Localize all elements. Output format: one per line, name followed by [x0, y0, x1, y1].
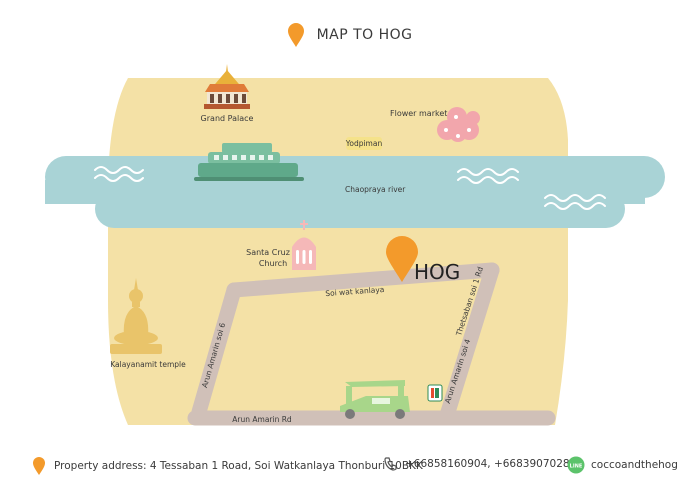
footer-phone: +66858160904, +66839070285 — [383, 456, 576, 472]
yodpiman-badge — [346, 137, 382, 150]
label-flower-market: Flower market — [390, 109, 447, 118]
map-title: MAP TO HOG — [0, 22, 700, 48]
label-santa-cruz-1: Santa Cruz — [246, 248, 290, 257]
footer-address: Property address: 4 Tessaban 1 Road, Soi… — [32, 456, 423, 476]
palace-icon — [204, 64, 250, 109]
map-canvas: Grand Palace Flower market Yodpiman Chao… — [45, 64, 665, 426]
road-thetsaban-soi-1 — [440, 262, 500, 420]
line-id-text[interactable]: coccoandthehog — [591, 459, 678, 471]
pin-icon — [288, 23, 305, 47]
label-river: Chaopraya river — [345, 185, 406, 194]
tuktuk-icon — [340, 380, 410, 419]
pin-icon — [33, 457, 45, 475]
line-icon: LINE — [567, 456, 585, 474]
line-badge-text: LINE — [570, 464, 583, 470]
roads — [187, 262, 556, 426]
page-title: MAP TO HOG — [316, 27, 413, 43]
label-arun-amarin-rd: Arun Amarin Rd — [232, 415, 292, 424]
label-santa-cruz-2: Church — [259, 259, 287, 268]
footer: Property address: 4 Tessaban 1 Road, Soi… — [0, 452, 700, 480]
label-soi-wat-kanlaya: Soi wat kanlaya — [325, 285, 385, 298]
label-hog: HOG — [414, 260, 460, 284]
store-icon — [427, 384, 443, 402]
label-grand-palace: Grand Palace — [201, 114, 254, 123]
footer-line: LINE coccoandthehog — [567, 456, 678, 474]
flower-icon — [437, 107, 480, 142]
ferry-icon — [194, 143, 304, 181]
road-soi-wat-kanlaya — [226, 262, 500, 298]
address-text: Property address: 4 Tessaban 1 Road, Soi… — [54, 460, 423, 472]
wave-icon — [94, 166, 606, 210]
hog-pin-icon — [386, 236, 418, 282]
church-icon — [292, 220, 316, 270]
phone-icon — [384, 457, 397, 471]
label-yodpiman: Yodpiman — [345, 139, 383, 148]
road-arun-amarin-soi-6 — [191, 282, 242, 420]
buddha-icon — [110, 278, 162, 354]
phone-text[interactable]: +66858160904, +66839070285 — [405, 458, 577, 470]
land-area — [108, 78, 568, 425]
label-kalayanamit: Kalayanamit temple — [110, 360, 186, 369]
